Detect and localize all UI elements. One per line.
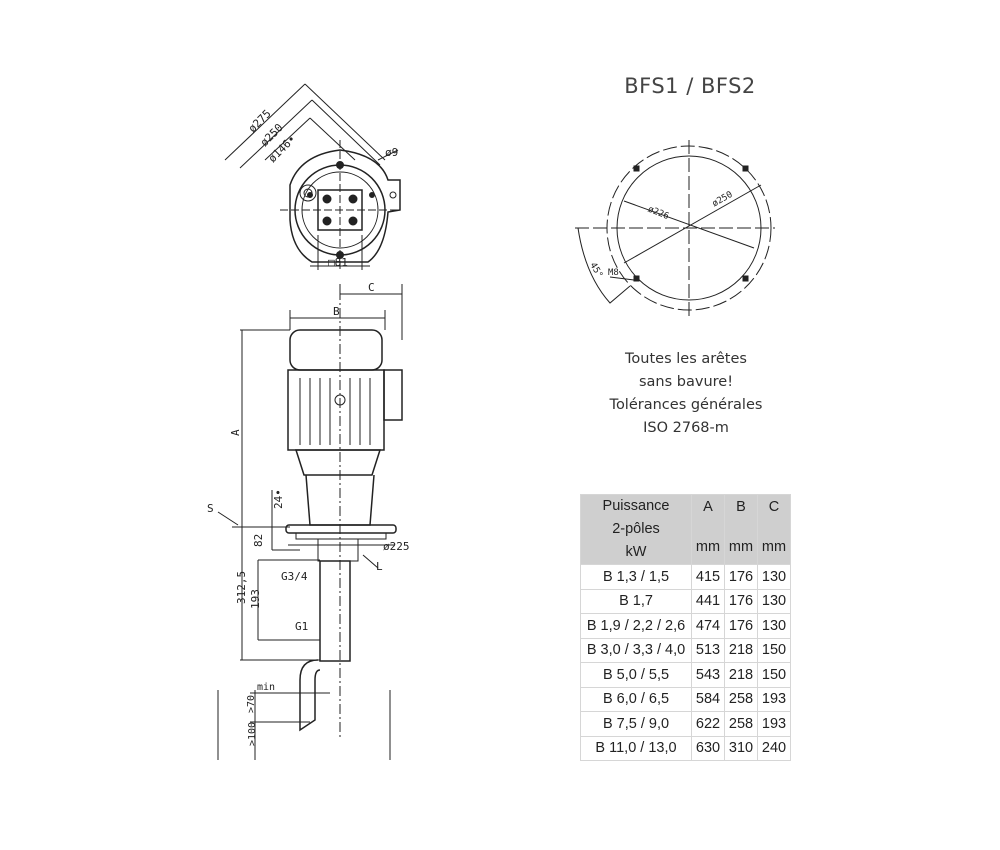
cell-C: 150 xyxy=(757,637,791,663)
cell-C: 130 xyxy=(757,613,791,639)
header-label: A xyxy=(703,499,713,515)
dim-82: 82 xyxy=(252,534,265,547)
cell-power: B 7,5 / 9,0 xyxy=(580,711,692,737)
cell-A: 441 xyxy=(691,588,725,614)
header-power-line: 2-pôles xyxy=(612,521,660,537)
header-power-line: Puissance xyxy=(602,498,670,514)
cell-power: B 6,0 / 6,5 xyxy=(580,686,692,712)
cell-A: 513 xyxy=(691,637,725,663)
cell-A: 415 xyxy=(691,564,725,590)
header-unit: mm xyxy=(728,539,754,555)
cell-B: 218 xyxy=(724,637,758,663)
dim-d225: ø225 xyxy=(383,540,410,553)
cell-A: 584 xyxy=(691,686,725,712)
cell-B: 258 xyxy=(724,686,758,712)
cell-B: 258 xyxy=(724,711,758,737)
cell-power: B 1,7 xyxy=(580,588,692,614)
cell-power: B 1,3 / 1,5 xyxy=(580,564,692,590)
cell-A: 622 xyxy=(691,711,725,737)
flange-view: ø226 ø250 M8 45° xyxy=(575,140,775,318)
cell-power: B 5,0 / 5,5 xyxy=(580,662,692,688)
note-line: ISO 2768-m xyxy=(643,420,729,436)
note-line: Tolérances générales xyxy=(609,397,763,413)
label-L: L xyxy=(376,560,383,573)
cell-C: 240 xyxy=(757,735,791,761)
label-g34: G3/4 xyxy=(281,570,308,583)
cell-B: 176 xyxy=(724,588,758,614)
dim-193: 193 xyxy=(249,589,262,609)
tolerance-notes: Toutes les arêtes sans bavure! Tolérance… xyxy=(586,348,786,440)
cell-power: B 3,0 / 3,3 / 4,0 xyxy=(580,637,692,663)
cell-C: 130 xyxy=(757,564,791,590)
pump-side-view: C B A S 24• 82 ø225 L G3/4 312,5 193 G1 … xyxy=(207,281,410,760)
cell-A: 630 xyxy=(691,735,725,761)
page-title: BFS1 / BFS2 xyxy=(624,74,756,98)
dim-d9: ø9 xyxy=(385,146,398,159)
header-unit: mm xyxy=(695,539,721,555)
cell-A: 474 xyxy=(691,613,725,639)
dim-sq81: □81 xyxy=(328,256,348,269)
dim-A: A xyxy=(229,429,242,436)
header-label: C xyxy=(768,499,780,515)
dim-312-5: 312,5 xyxy=(235,571,248,604)
cell-A: 543 xyxy=(691,662,725,688)
pump-top-view: ø275 ø250 ø146• ø9 □81 xyxy=(224,83,401,270)
label-g1: G1 xyxy=(295,620,308,633)
cell-B: 176 xyxy=(724,564,758,590)
cell-C: 150 xyxy=(757,662,791,688)
dim-d226: ø226 xyxy=(646,205,670,222)
cell-C: 130 xyxy=(757,588,791,614)
note-line: sans bavure! xyxy=(638,374,734,390)
cell-C: 193 xyxy=(757,686,791,712)
dim-B: B xyxy=(333,305,340,318)
cell-power: B 11,0 / 13,0 xyxy=(580,735,692,761)
label-min: min xyxy=(257,682,275,693)
cell-power: B 1,9 / 2,2 / 2,6 xyxy=(580,613,692,639)
header-power: Puissance 2-pôles kW xyxy=(580,494,692,565)
header-unit: mm xyxy=(761,539,787,555)
label-m8: M8 xyxy=(608,268,619,278)
header-label: B xyxy=(736,499,746,515)
cell-C: 193 xyxy=(757,711,791,737)
label-S: S xyxy=(207,502,214,515)
dim-100: >100 xyxy=(247,722,258,746)
note-line: Toutes les arêtes xyxy=(625,351,747,367)
cell-B: 218 xyxy=(724,662,758,688)
dim-C: C xyxy=(368,281,375,294)
cell-B: 176 xyxy=(724,613,758,639)
cell-B: 310 xyxy=(724,735,758,761)
dim-70: >70 xyxy=(246,695,257,713)
dim-24: 24• xyxy=(272,489,285,509)
header-power-line: kW xyxy=(625,544,647,560)
